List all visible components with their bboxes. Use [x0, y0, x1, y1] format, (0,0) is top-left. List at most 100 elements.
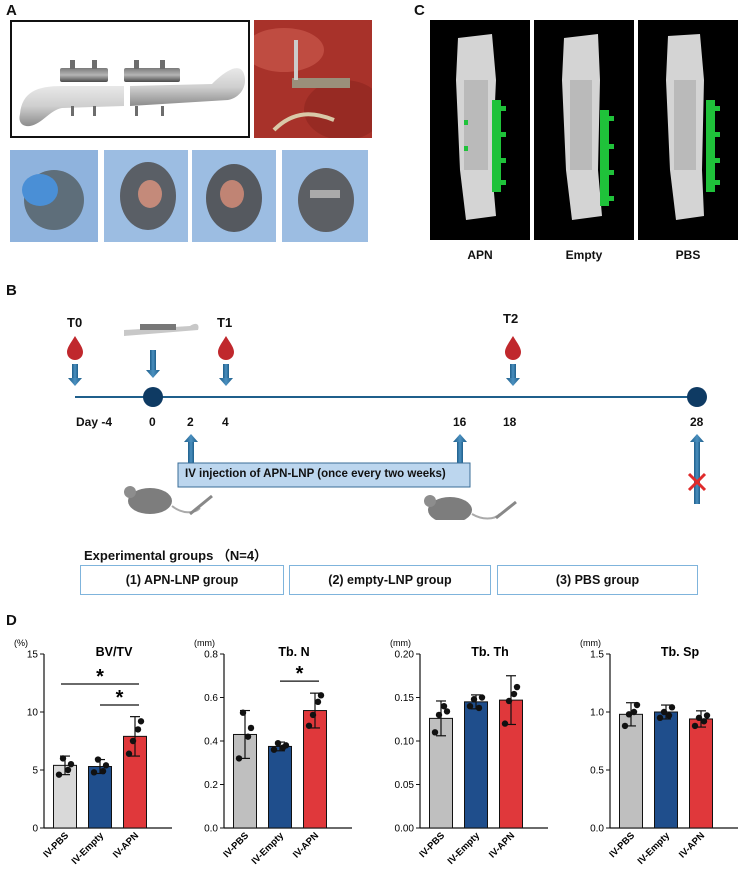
category-label: IV-PBS — [41, 830, 71, 860]
microct-pbs — [638, 20, 738, 240]
chart-tb-th: 0.000.050.100.150.20(mm)Tb. ThIV-PBSIV-E… — [390, 638, 548, 867]
y-tick-label: 1.0 — [590, 708, 604, 719]
data-point — [317, 692, 325, 699]
y-tick-label: 0.00 — [395, 824, 415, 835]
bone-plate-render — [10, 20, 250, 138]
y-tick-label: 0 — [32, 824, 38, 835]
data-point — [90, 769, 98, 776]
panel-a-label: A — [6, 2, 17, 19]
blood-drop-icon — [67, 336, 83, 360]
data-point — [691, 722, 699, 730]
bar — [88, 766, 112, 829]
microct-apn — [430, 20, 530, 240]
data-point — [305, 722, 313, 729]
group-pbs: (3) PBS group — [497, 565, 698, 595]
down-arrow-icon — [146, 350, 160, 378]
down-arrow-icon — [219, 364, 233, 386]
data-point — [134, 726, 142, 733]
syringe-icon — [495, 500, 517, 520]
up-arrow-icon — [690, 434, 704, 504]
y-tick-label: 1.5 — [590, 650, 604, 661]
category-label: IV-PBS — [607, 830, 637, 860]
data-point — [443, 708, 451, 715]
data-point — [244, 733, 252, 740]
day-label: 2 — [187, 415, 194, 429]
y-tick-label: 0.10 — [395, 737, 415, 748]
timepoint-t2: T2 — [503, 311, 519, 326]
data-point — [431, 729, 439, 736]
category-label: IV-APN — [111, 830, 141, 860]
y-tick-label: 0.0 — [590, 824, 604, 835]
data-point — [466, 703, 474, 710]
data-point — [94, 756, 102, 763]
syringe-icon — [189, 494, 213, 516]
bar — [654, 711, 678, 829]
data-point — [440, 703, 448, 710]
y-tick-label: 0.6 — [204, 693, 218, 704]
surgery-photo-main — [254, 20, 372, 138]
y-tick-label: 0.20 — [395, 650, 415, 661]
y-tick-label: 5 — [32, 766, 38, 777]
data-point — [137, 718, 145, 725]
category-label: IV-Empty — [636, 830, 673, 867]
data-point — [314, 698, 322, 706]
surgery-photo-step-2 — [104, 150, 188, 242]
timeline-graphic — [67, 323, 707, 520]
significance-star: * — [116, 687, 124, 709]
data-point — [630, 708, 638, 716]
timepoint-t1: T1 — [217, 315, 233, 330]
ct-label-apn: APN — [467, 248, 493, 262]
data-point — [501, 720, 509, 727]
y-unit-label: (%) — [14, 638, 28, 648]
panel-b-label: B — [6, 282, 17, 299]
ct-label-empty: Empty — [565, 248, 603, 262]
y-tick-label: 0.5 — [590, 766, 604, 777]
y-tick-label: 10 — [27, 708, 39, 719]
ct-label-pbs: PBS — [675, 248, 701, 262]
data-point — [478, 694, 486, 701]
data-point — [247, 724, 255, 732]
category-label: IV-PBS — [417, 830, 447, 860]
y-unit-label: (mm) — [580, 638, 601, 648]
day-label: 28 — [690, 415, 704, 429]
day-label: 4 — [222, 415, 229, 429]
data-point — [55, 771, 63, 778]
timeline-start-dot — [143, 387, 163, 407]
data-point — [656, 714, 664, 721]
day-label: 0 — [149, 415, 156, 429]
data-point — [625, 711, 633, 718]
data-point — [660, 708, 668, 716]
y-tick-label: 0.8 — [204, 650, 218, 661]
data-point — [665, 712, 673, 719]
blood-drop-icon — [218, 336, 234, 360]
data-point — [695, 714, 703, 721]
data-point — [64, 766, 72, 774]
bar — [268, 745, 292, 829]
panel-d-label: D — [6, 612, 17, 629]
injection-box — [177, 462, 471, 488]
surgery-photo-step-3 — [192, 150, 276, 242]
data-point — [239, 709, 247, 716]
up-arrow-icon — [453, 434, 467, 464]
category-label: IV-APN — [291, 830, 321, 860]
category-label: IV-APN — [487, 830, 517, 860]
y-unit-label: (mm) — [390, 638, 411, 648]
surgery-photo-step-4 — [282, 150, 368, 242]
data-point — [633, 701, 641, 709]
y-tick-label: 15 — [27, 650, 39, 661]
y-tick-label: 0.4 — [204, 737, 218, 748]
mouse-icon — [424, 495, 501, 520]
significance-star: * — [296, 663, 304, 685]
down-arrow-icon — [506, 364, 520, 386]
day-label: 16 — [453, 415, 467, 429]
sacrifice-cross-icon — [687, 472, 707, 492]
data-point — [67, 761, 75, 768]
data-point — [703, 712, 711, 719]
data-point — [510, 690, 518, 698]
injection-label: IV injection of APN-LNP (once every two … — [185, 468, 446, 480]
y-unit-label: (mm) — [194, 638, 215, 648]
